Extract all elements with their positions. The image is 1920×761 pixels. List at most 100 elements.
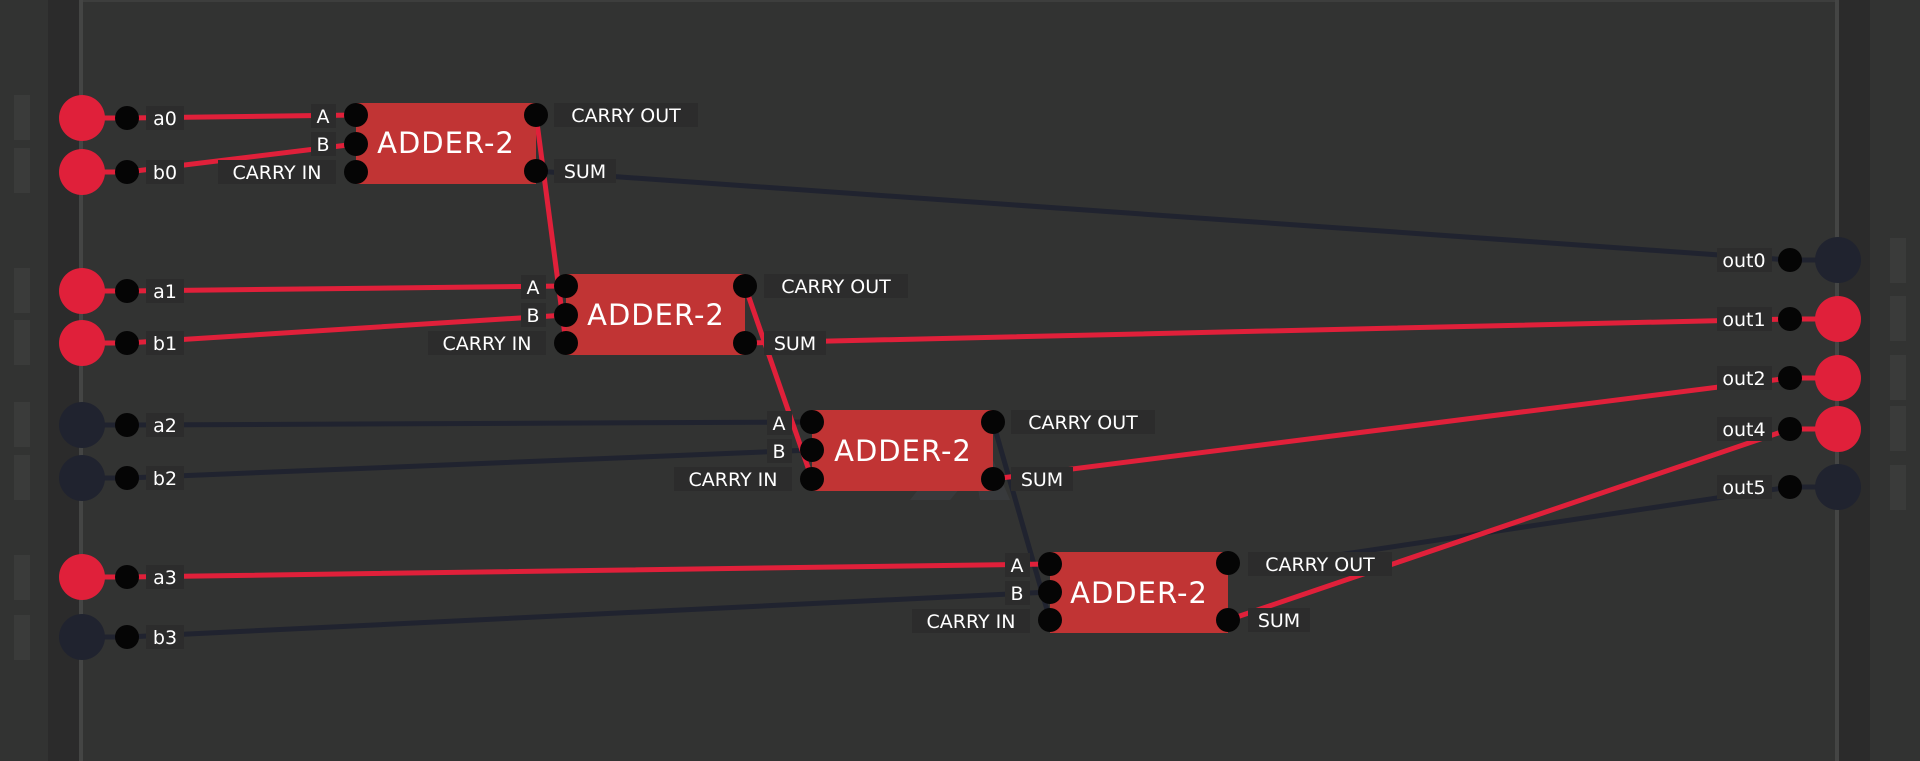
input-b0[interactable]: b0 (59, 149, 184, 195)
output-handle[interactable] (1890, 238, 1906, 283)
input-toggle[interactable] (59, 268, 105, 314)
input-handle[interactable] (14, 402, 30, 447)
output-pin[interactable] (1778, 417, 1802, 441)
input-toggle[interactable] (59, 554, 105, 600)
input-handle[interactable] (14, 555, 30, 600)
wire-b2[interactable] (124, 447, 815, 481)
chip-body[interactable] (1050, 552, 1228, 633)
input-a2[interactable]: a2 (59, 402, 184, 448)
input-handle[interactable] (14, 148, 30, 193)
wire-a2[interactable] (124, 419, 815, 428)
input-label: b3 (153, 627, 177, 649)
wire-a1[interactable] (124, 283, 569, 294)
chip-body[interactable] (812, 410, 993, 491)
chip-pin-a[interactable] (344, 103, 368, 127)
wire-sum0-out0[interactable] (533, 168, 1793, 263)
output-out1[interactable]: out1 (1717, 296, 1861, 342)
chip-pin-b[interactable] (344, 132, 368, 156)
chip-pin-b[interactable] (554, 303, 578, 327)
input-toggle[interactable] (59, 614, 105, 660)
chip-pin-carry-out[interactable] (981, 410, 1005, 434)
input-handle[interactable] (14, 615, 30, 660)
adder-chip-0[interactable]: ADDER-2 A B CARRY IN CARRY OUT SUM (218, 103, 698, 184)
output-tag (1717, 366, 1772, 390)
chip-pin-a[interactable] (800, 410, 824, 434)
input-pin[interactable] (115, 106, 139, 130)
output-handle[interactable] (1890, 296, 1906, 341)
output-out5[interactable]: out5 (1717, 464, 1861, 510)
input-toggle[interactable] (59, 402, 105, 448)
input-label: a3 (153, 567, 177, 589)
input-a0[interactable]: a0 (59, 95, 184, 141)
wire-sum3-out4[interactable] (1225, 426, 1793, 623)
wire-b3[interactable] (124, 589, 1053, 640)
input-pin[interactable] (115, 625, 139, 649)
output-handle[interactable] (1890, 406, 1906, 451)
input-toggle[interactable] (59, 455, 105, 501)
output-label: out4 (1722, 419, 1765, 441)
input-pin[interactable] (115, 279, 139, 303)
input-pin[interactable] (115, 565, 139, 589)
input-pin[interactable] (115, 466, 139, 490)
adder-chip-1[interactable]: ADDER-2 A B CARRY IN CARRY OUT SUM (428, 274, 908, 355)
input-b3[interactable]: b3 (59, 614, 184, 660)
adder-chip-3[interactable]: ADDER-2 A B CARRY IN CARRY OUT SUM (912, 551, 1392, 633)
chip-pin-sum[interactable] (733, 331, 757, 355)
input-handle[interactable] (14, 268, 30, 313)
chip-pin-a[interactable] (554, 274, 578, 298)
input-label: a0 (153, 108, 177, 130)
input-pin[interactable] (115, 331, 139, 355)
wire-sum2-out2[interactable] (990, 375, 1793, 482)
output-out4[interactable]: out4 (1717, 406, 1861, 452)
output-pin[interactable] (1778, 307, 1802, 331)
input-pin[interactable] (115, 413, 139, 437)
output-label: out0 (1722, 250, 1765, 272)
chip-pin-sum[interactable] (981, 467, 1005, 491)
chip-pin-carry-in[interactable] (1038, 608, 1062, 632)
pin-label-carry-in: CARRY IN (233, 162, 322, 184)
input-b1[interactable]: b1 (59, 320, 184, 366)
output-handle[interactable] (1890, 465, 1906, 510)
output-out2[interactable]: out2 (1717, 355, 1861, 401)
chip-body[interactable] (356, 103, 536, 184)
chip-pin-carry-out[interactable] (1216, 551, 1240, 575)
wire-sum1-out1[interactable] (742, 316, 1793, 346)
pin-tag (311, 132, 336, 156)
chip-pin-carry-out[interactable] (524, 103, 548, 127)
wire-b1[interactable] (124, 312, 569, 346)
output-pin[interactable] (1778, 366, 1802, 390)
output-pin[interactable] (1778, 475, 1802, 499)
chip-pin-sum[interactable] (524, 159, 548, 183)
chip-pin-carry-in[interactable] (344, 160, 368, 184)
input-pin[interactable] (115, 160, 139, 184)
input-b2[interactable]: b2 (59, 455, 184, 501)
pin-tag (554, 159, 616, 183)
input-toggle[interactable] (59, 95, 105, 141)
input-toggle[interactable] (59, 149, 105, 195)
chip-pin-b[interactable] (800, 438, 824, 462)
output-handle[interactable] (1890, 355, 1906, 400)
chip-pin-a[interactable] (1038, 552, 1062, 576)
input-a1[interactable]: a1 (59, 268, 184, 314)
output-tag (1717, 307, 1772, 331)
output-pin[interactable] (1778, 248, 1802, 272)
pin-tag (912, 609, 1030, 633)
adder-chip-2[interactable]: ADDER-2 A B CARRY IN CARRY OUT SUM (674, 410, 1155, 491)
output-out0[interactable]: out0 (1717, 237, 1861, 283)
chip-pin-carry-in[interactable] (800, 467, 824, 491)
chip-pin-b[interactable] (1038, 580, 1062, 604)
input-handle[interactable] (14, 95, 30, 140)
chip-body[interactable] (566, 274, 745, 355)
chip-pin-carry-out[interactable] (733, 274, 757, 298)
input-a3[interactable]: a3 (59, 554, 184, 600)
pin-tag (554, 103, 698, 127)
input-handle[interactable] (14, 455, 30, 500)
pin-label-sum: SUM (774, 333, 816, 355)
input-handle[interactable] (14, 320, 30, 365)
wire-cout3-out5[interactable] (1282, 484, 1793, 566)
chip-pin-carry-in[interactable] (554, 331, 578, 355)
input-toggle[interactable] (59, 320, 105, 366)
wire-a3[interactable] (124, 561, 1053, 580)
chip-pin-sum[interactable] (1216, 608, 1240, 632)
